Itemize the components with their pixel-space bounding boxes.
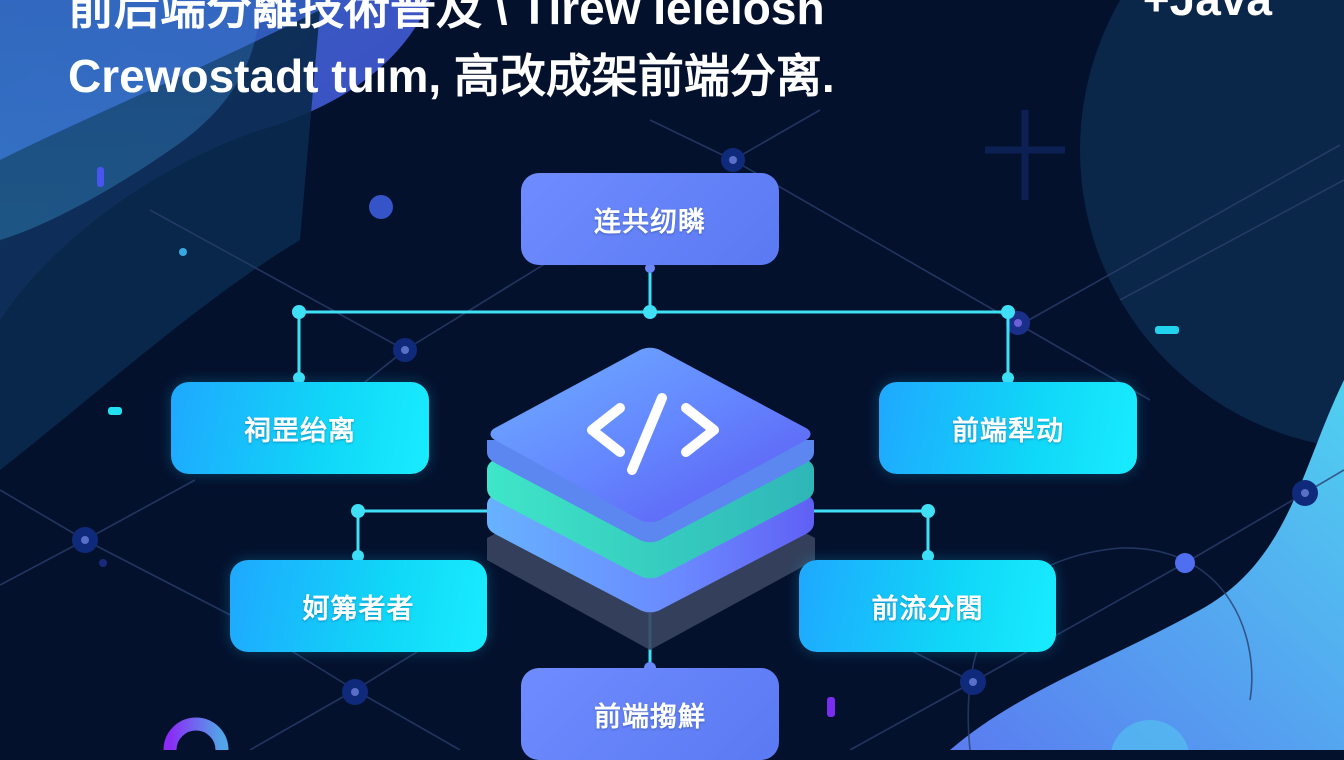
node-left-lower-label: 妸笰者者 (302, 593, 415, 625)
node-right-lower: 前流分閤 (799, 560, 1056, 652)
node-top: 连共纫瞵 (521, 173, 779, 265)
node-bottom: 前端搊鮮 (521, 668, 779, 760)
node-right-upper-label: 前端犁动 (952, 415, 1064, 447)
code-brackets-icon (587, 393, 719, 475)
brand-label: +Java (1143, 0, 1272, 26)
node-right-upper: 前端犁动 (879, 382, 1137, 474)
page-title-line-1: 前后端分離技術普及 \ Tlrew Ieleiosh (68, 0, 825, 34)
node-left-lower: 妸笰者者 (230, 560, 487, 652)
node-left-upper-label: 祠罡绐离 (244, 415, 356, 447)
page-title-line-2: Crewostadt tuim, 高改成架前端分离. (68, 50, 835, 102)
node-right-lower-label: 前流分閤 (871, 593, 984, 625)
node-left-upper: 祠罡绐离 (171, 382, 429, 474)
node-top-label: 连共纫瞵 (594, 206, 706, 238)
node-bottom-label: 前端搊鮮 (594, 701, 706, 733)
